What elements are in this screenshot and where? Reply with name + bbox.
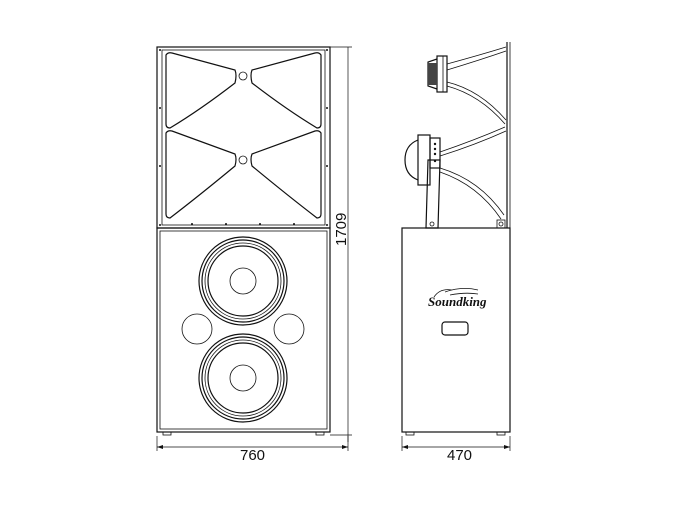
dimension-width: 760: [156, 436, 349, 464]
soundking-logo: Soundking: [428, 288, 487, 309]
dimension-height: 1709: [330, 46, 352, 442]
carry-handle: [441, 321, 469, 336]
subwoofer-cabinet-front: [156, 227, 331, 436]
subwoofer-cabinet-side: Soundking: [401, 227, 511, 436]
foot-back: [496, 431, 506, 436]
compression-driver-upper: [427, 55, 448, 93]
horn-upper: [165, 52, 322, 129]
foot-front: [405, 431, 415, 436]
depth-label: 470: [447, 447, 472, 464]
side-view: Soundking 470: [401, 42, 511, 464]
front-view: 1709 760: [156, 46, 352, 464]
bass-port-right: [273, 313, 305, 345]
support-bracket: [425, 159, 506, 229]
horn-section-front: [156, 46, 331, 229]
woofer-upper: [198, 236, 288, 326]
bass-port-left: [181, 313, 213, 345]
height-label: 1709: [333, 213, 350, 246]
foot-right: [315, 431, 325, 436]
horn-lower: [165, 130, 322, 219]
woofer-lower: [198, 333, 288, 423]
svg-text:Soundking: Soundking: [428, 294, 487, 309]
horn-side: [404, 42, 511, 229]
width-label: 760: [240, 447, 265, 464]
dimension-depth: 470: [401, 436, 511, 464]
foot-left: [162, 431, 172, 436]
